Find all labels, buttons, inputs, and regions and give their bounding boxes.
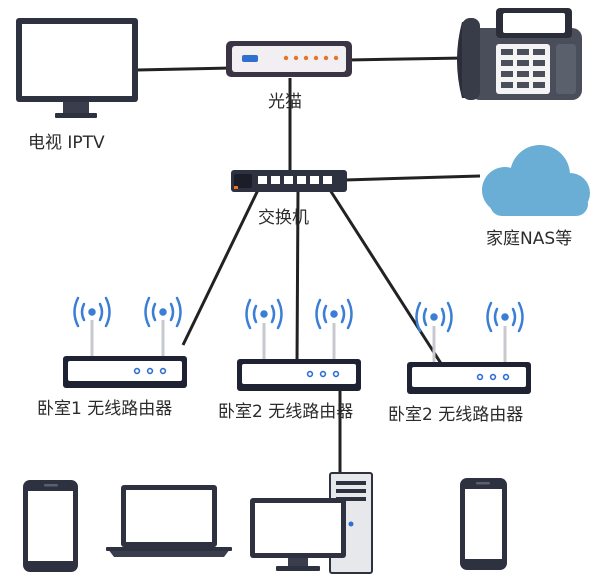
line-tv-modem — [136, 66, 233, 72]
switch-icon — [231, 170, 347, 192]
laptop-icon — [106, 485, 232, 557]
smartphone-icon-2 — [460, 478, 507, 570]
line-switch-router3 — [328, 189, 444, 366]
router-2 — [237, 298, 361, 391]
tv-monitor-icon — [16, 18, 138, 118]
router2-label: 卧室2 无线路由器 — [218, 402, 354, 422]
optical-modem-icon — [226, 41, 352, 77]
wifi-router-icon — [63, 296, 531, 394]
router3-label: 卧室2 无线路由器 — [388, 405, 524, 425]
router-3 — [407, 301, 531, 394]
smartphone-icon — [23, 480, 78, 572]
connection-lines — [136, 56, 481, 475]
nas-label: 家庭NAS等 — [486, 229, 573, 249]
line-switch-router2 — [295, 189, 300, 366]
router-1 — [63, 296, 187, 388]
switch-label: 交换机 — [258, 208, 309, 228]
line-switch-nas — [344, 174, 481, 182]
modem-label: 光猫 — [268, 92, 302, 112]
cloud-icon — [482, 145, 590, 216]
line-modem-phone — [347, 56, 466, 62]
tv-label: 电视 IPTV — [28, 133, 105, 153]
line-switch-router1 — [181, 189, 260, 346]
router1-label: 卧室1 无线路由器 — [37, 399, 173, 419]
telephone-icon — [457, 8, 582, 100]
desktop-pc-icon — [250, 472, 373, 574]
